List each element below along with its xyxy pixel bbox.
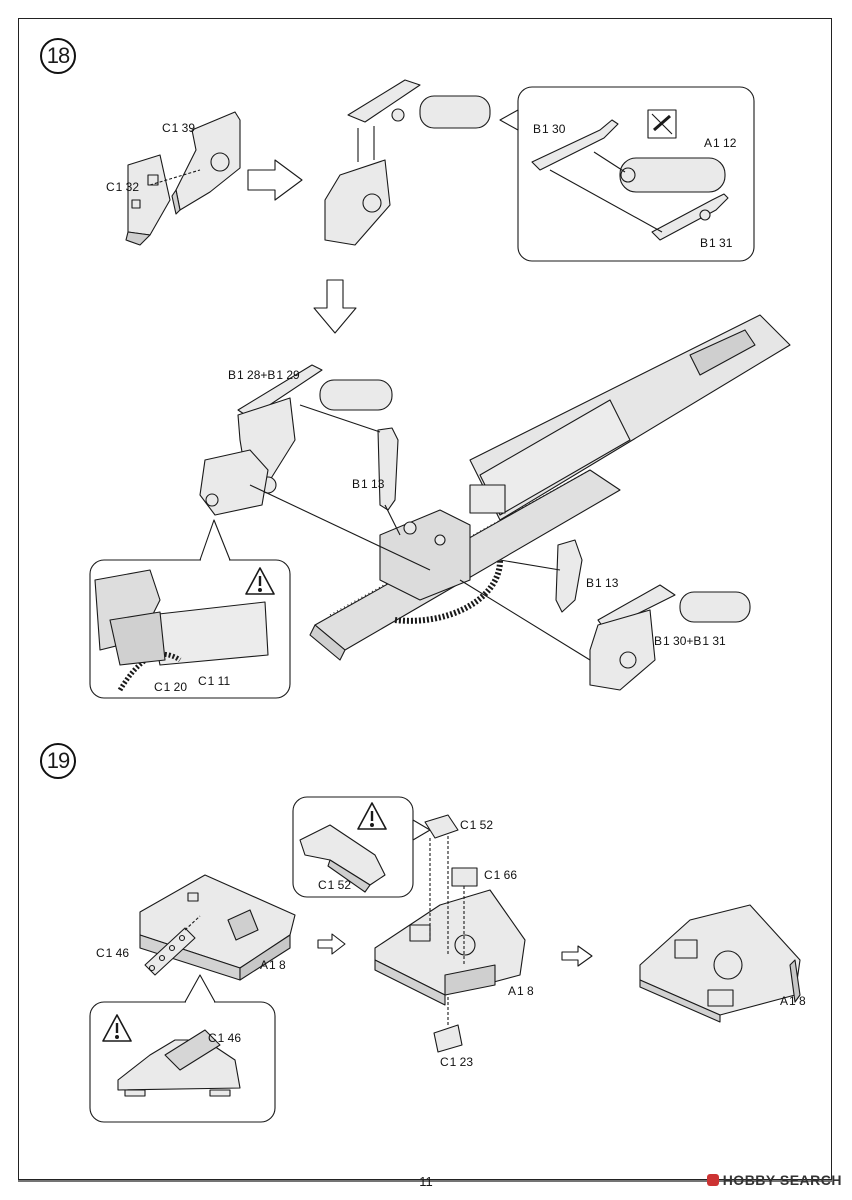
label-c132: C 1 32: [106, 180, 140, 194]
part-c132: [125, 154, 171, 246]
step-19-number: 19: [40, 743, 76, 779]
watermark-text: HOBBY SEARCH: [722, 1172, 842, 1188]
step-18-number: 18: [40, 38, 76, 74]
inset-box-c146: [89, 974, 276, 1123]
label-b131: B 1 31: [700, 236, 733, 250]
part-c146: [144, 915, 201, 976]
label-a18-right: A 1 8: [780, 994, 806, 1008]
warning-icon-2: [357, 802, 387, 830]
label-c146-left: C 1 46: [96, 946, 130, 960]
gun-assembly: [199, 314, 791, 691]
part-b130: [531, 119, 619, 171]
inset-box-c120-c111: [89, 519, 291, 699]
warning-icon-3: [102, 1014, 132, 1042]
label-b128-b129: B 1 28+B 1 29: [228, 368, 300, 382]
part-c139: [149, 111, 241, 215]
label-c166: C 1 66: [484, 868, 518, 882]
part-a18-middle: [374, 814, 526, 1053]
label-b113-top: B 1 13: [352, 477, 385, 491]
label-c139: C 1 39: [162, 121, 196, 135]
label-a112: A 1 12: [704, 136, 737, 150]
arrow-right-icon-1: [247, 159, 303, 201]
label-c146-inset: C 1 46: [208, 1031, 242, 1045]
part-assembly-top: [324, 79, 491, 246]
part-a112: [619, 157, 726, 193]
page-number: 11: [419, 1174, 433, 1189]
warning-icon-1: [245, 567, 275, 595]
label-a18-middle: A 1 8: [508, 984, 534, 998]
watermark-logo-icon: [706, 1174, 719, 1186]
label-c152: C 1 52: [460, 818, 494, 832]
label-b130: B 1 30: [533, 122, 566, 136]
arrow-right-icon-2: [317, 933, 346, 955]
part-b131: [651, 193, 729, 241]
arrow-right-icon-3: [561, 945, 593, 967]
label-b130-b131: B 1 30+B 1 31: [654, 634, 726, 648]
watermark: HOBBY SEARCH: [706, 1172, 842, 1188]
label-b113-right: B 1 13: [586, 576, 619, 590]
label-c120: C 1 20: [154, 680, 188, 694]
part-a18-right: [639, 904, 801, 1023]
label-a18-left: A 1 8: [260, 958, 286, 972]
label-c111: C 1 11: [198, 674, 231, 688]
page-border: [18, 18, 832, 1180]
label-c123: C 1 23: [440, 1055, 474, 1069]
label-c152-inset: C 1 52: [318, 878, 352, 892]
arrow-down-icon: [313, 279, 357, 334]
inset-box-c152: [292, 796, 431, 898]
